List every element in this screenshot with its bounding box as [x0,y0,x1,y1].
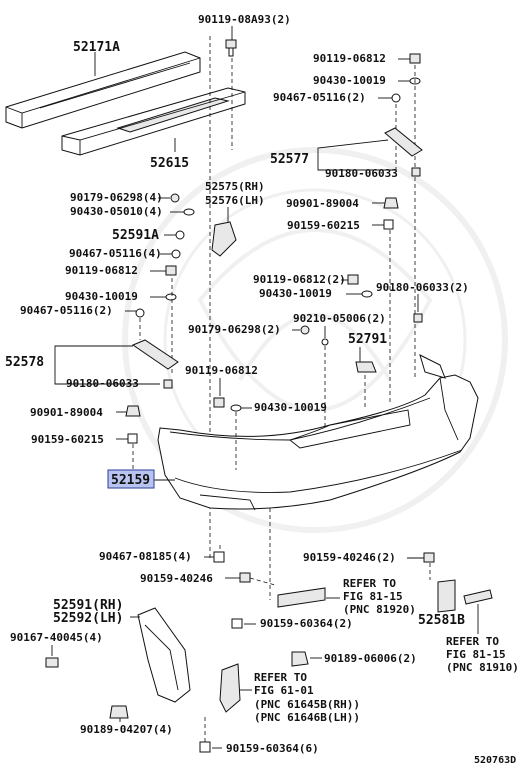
label-90189-04207: 90189-04207(4) [80,723,173,736]
label-90430-10019-m: 90430-10019 [259,287,332,300]
seal-61645b-61646b [219,663,241,713]
label-90159-40246-2: 90159-40246(2) [303,551,396,564]
label-pnc-81920: (PNC 81920) [343,603,416,616]
label-90159-60364-2: 90159-60364(2) [260,617,353,630]
label-refer-to-3: REFER TO [254,671,307,684]
label-90179-06298-2: 90179-06298(2) [188,323,281,336]
label-90467-05116-top: 90467-05116(2) [273,91,366,104]
label-fig-81-15-1: FIG 81-15 [343,590,403,603]
washer-90430-10019-c [230,404,242,412]
label-90159-40246: 90159-40246 [140,572,213,585]
label-90430-05010: 90430-05010(4) [70,205,163,218]
bolt-90119-06812-top [409,53,421,64]
label-90180-06033-2: 90180-06033(2) [376,281,469,294]
label-90167-40045: 90167-40045(4) [10,631,103,644]
label-90119-06812-m: 90119-06812(2) [253,273,346,286]
retainer-90901-89004-l [125,405,141,417]
clip-90467-08185 [213,551,225,563]
label-pnc-81910: (PNC 81910) [446,661,519,674]
label-90159-60215-l: 90159-60215 [31,433,104,446]
label-90467-05116-4: 90467-05116(4) [69,247,162,260]
label-52592: 52592(LH) [53,611,123,626]
label-90119-06812-c: 90119-06812 [185,364,258,377]
reflector-81920 [277,587,326,608]
label-90210-05006: 90210-05006(2) [293,312,386,325]
label-52791: 52791 [348,332,387,347]
bolt-90159-40246 [239,572,251,583]
bracket-52581b [437,579,493,613]
washer-90430-05010 [183,208,195,216]
label-90430-10019-c: 90430-10019 [254,401,327,414]
nut-90179-06298-2 [300,325,310,335]
clip-90467-05116-l2 [135,308,145,318]
retainer-52591a [175,230,185,240]
washer-90430-10019-m [361,290,373,298]
label-52591: 52591(RH) [53,598,123,613]
label-52575: 52575(RH) [205,180,265,193]
label-90467-08185: 90467-08185(4) [99,550,192,563]
retainer-90901-89004-r [383,197,399,209]
label-90901-89004-l: 90901-89004 [30,406,103,419]
label-52159: 52159 [111,473,150,488]
label-90180-06033-l: 90180-06033 [66,377,139,390]
label-pnc-61645b: (PNC 61645B(RH)) [254,698,360,711]
bolt-90159-60215-r [383,219,394,230]
label-90119-06812-top: 90119-06812 [313,52,386,65]
nut-90189-06006 [291,651,309,667]
nut-90179-06298-a [170,193,180,203]
label-52591a: 52591A [112,228,159,243]
bolt-90159-60364-2 [231,618,243,629]
bracket-52575-52576 [211,221,237,257]
label-90901-89004-r: 90901-89004 [286,197,359,210]
label-90180-06033-r: 90180-06033 [325,167,398,180]
nut-90180-06033-2 [413,313,423,323]
label-90189-06006: 90189-06006(2) [324,652,417,665]
label-90467-05116-l2: 90467-05116(2) [20,304,113,317]
bolt-90119-06812-m [347,274,359,285]
label-90119-08a93: 90119-08A93(2) [198,13,291,26]
label-90119-06812-l: 90119-06812 [65,264,138,277]
label-refer-to-1: REFER TO [343,577,396,590]
bolt-90159-40246-2 [423,552,435,563]
bolt-90159-60215-l [127,433,138,444]
screw-90167-40045 [45,657,59,668]
clip-52791 [355,361,377,373]
label-fig-61-01: FIG 61-01 [254,684,314,697]
bracket-52577 [384,127,423,157]
mudguard-52591-52592 [137,607,191,703]
label-52615: 52615 [150,156,189,171]
label-fig-81-15-2: FIG 81-15 [446,648,506,661]
label-pnc-61646b: (PNC 61646B(LH)) [254,711,360,724]
label-90179-06298-a: 90179-06298(4) [70,191,163,204]
bolt-90119-08a93 [225,39,237,57]
bolt-90119-06812-c [213,397,225,408]
label-52578: 52578 [5,355,44,370]
drawing-number: 520763D [474,755,516,766]
bumper-cover-52159 [157,354,479,511]
label-90430-10019-top: 90430-10019 [313,74,386,87]
label-52581b: 52581B [418,613,465,628]
reinforcement-52171a [5,51,201,129]
label-52577: 52577 [270,152,309,167]
nut-90180-06033-r [411,167,421,177]
label-52576: 52576(LH) [205,194,265,207]
bracket-52578 [131,339,179,370]
label-90430-10019-l: 90430-10019 [65,290,138,303]
clip-90467-05116-4 [171,249,181,259]
label-90159-60215-r: 90159-60215 [287,219,360,232]
clip-90189-04207 [109,705,129,719]
highlight-52159 [107,469,155,489]
bolt-90119-06812-l [165,265,177,276]
label-refer-to-2: REFER TO [446,635,499,648]
washer-90430-10019-l [165,293,177,301]
label-90159-60364-6: 90159-60364(6) [226,742,319,755]
absorber-52615 [61,87,246,156]
washer-90210-05006 [321,338,329,346]
clip-90467-05116-top [391,93,401,103]
label-52171a: 52171A [73,40,120,55]
nut-90180-06033-l [163,379,173,389]
bolt-90159-60364-6 [199,741,211,753]
